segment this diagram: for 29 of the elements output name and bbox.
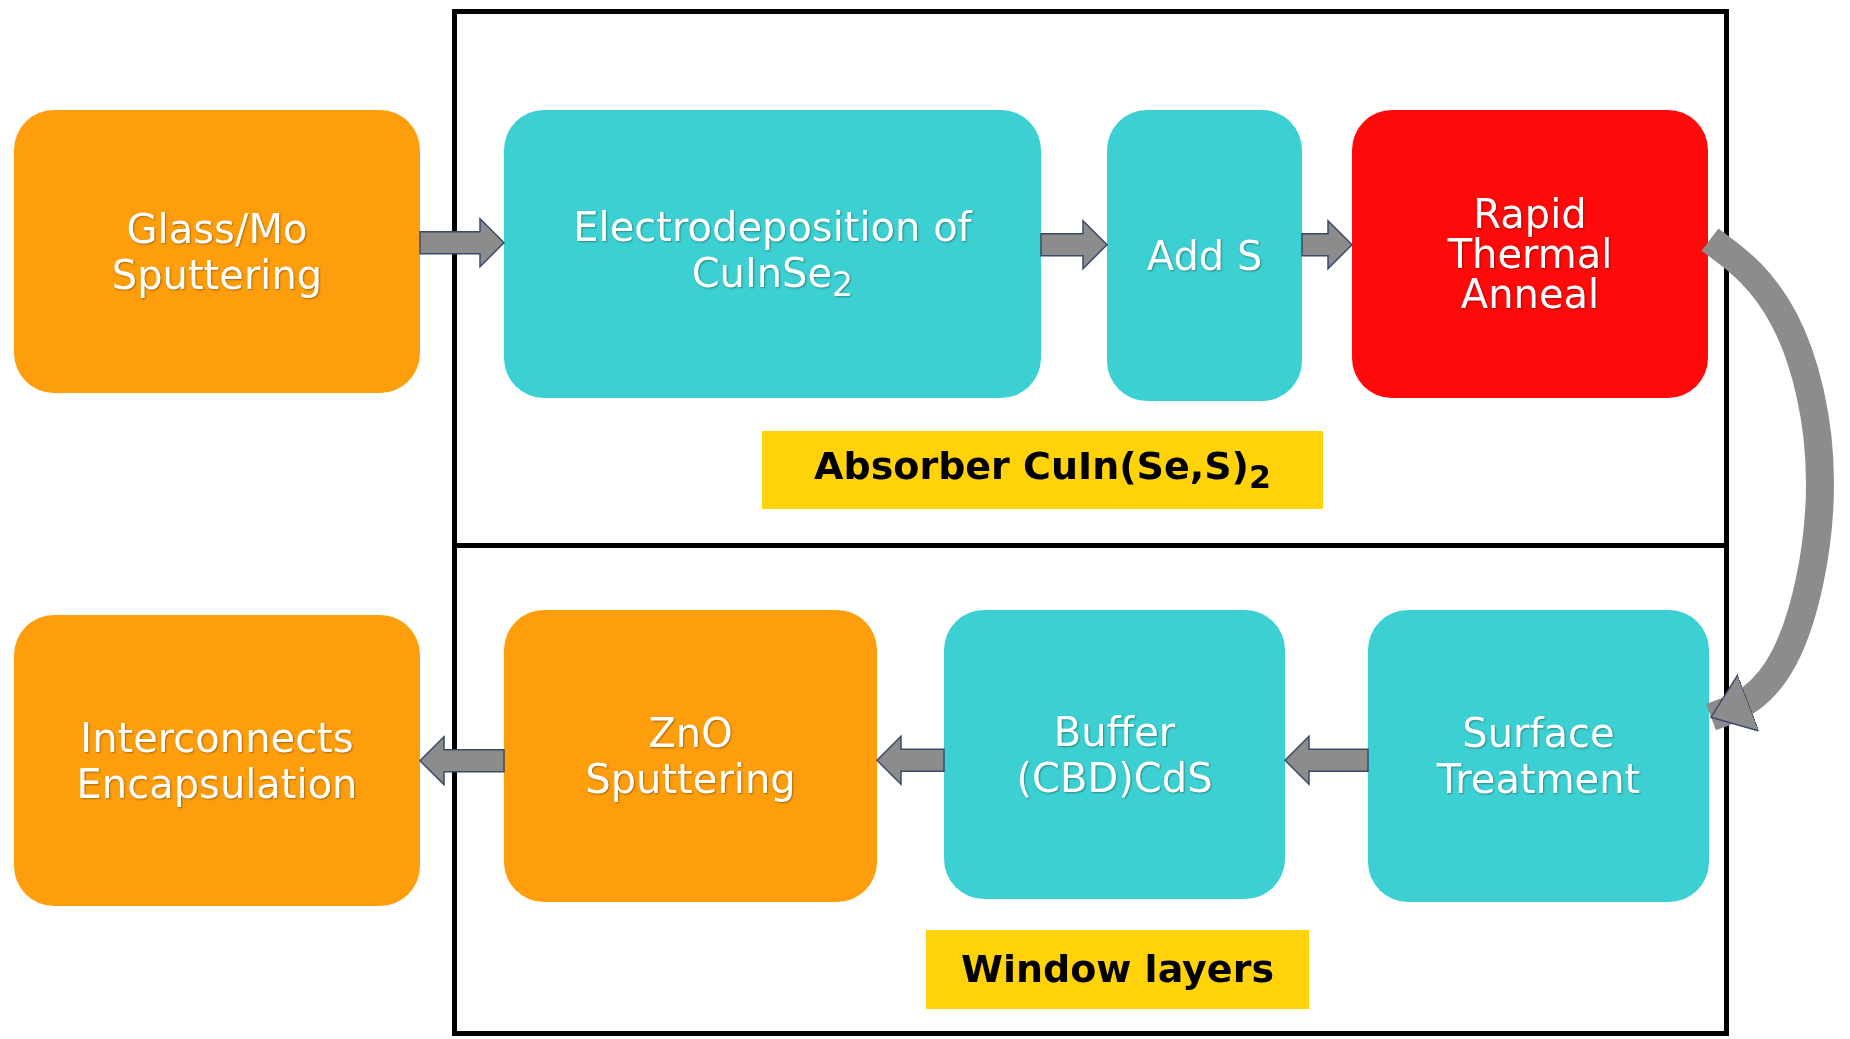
process-box (504, 110, 1041, 398)
step-label: ZnO Sputtering (584, 710, 797, 802)
process-box (1107, 110, 1302, 401)
process-box (1352, 110, 1708, 398)
process-box (944, 610, 1285, 899)
arrow (1301, 218, 1354, 271)
group-panel (452, 548, 1729, 1036)
step-label: Glass/Mo Sputtering (110, 205, 324, 298)
process-box (504, 610, 877, 902)
step-label: Buffer (CBD)CdS (1015, 708, 1214, 801)
arrow (875, 734, 945, 787)
step-label: Surface Treatment (1435, 710, 1642, 802)
arrow (418, 734, 505, 787)
group-panel (452, 9, 1729, 548)
label-banner (926, 930, 1309, 1009)
arrow (1040, 218, 1109, 271)
step-label: Electrodeposition of CuInSe$_{2}$ (572, 203, 974, 305)
arrow (419, 216, 506, 269)
label-banner (762, 431, 1323, 509)
arrow (1283, 734, 1369, 787)
process-box (14, 110, 420, 393)
step-label: Interconnects Encapsulation (75, 714, 359, 807)
process-box (1368, 610, 1709, 902)
step-label: Add S (1146, 232, 1263, 279)
step-label: Rapid Thermal Anneal (1446, 194, 1614, 314)
banner-label: Absorber CuIn(Se,S)$_{2}$ (814, 445, 1271, 495)
banner-label: Window layers (960, 947, 1274, 992)
process-box (14, 615, 420, 906)
arrow (1701, 228, 1834, 732)
